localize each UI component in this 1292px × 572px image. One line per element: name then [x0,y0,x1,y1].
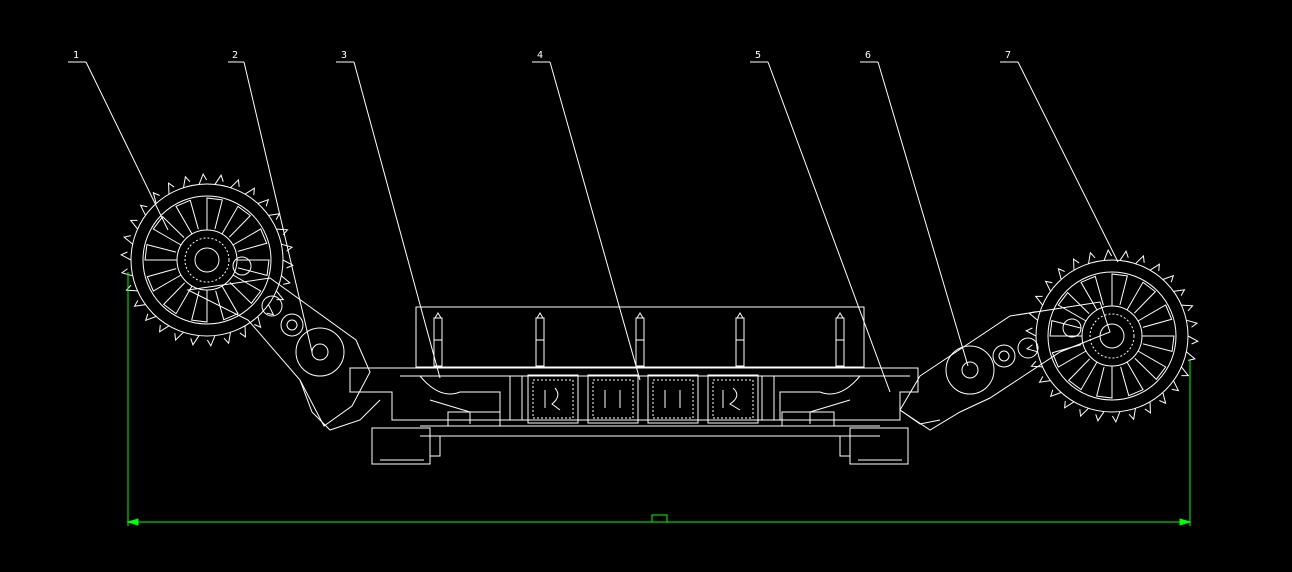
callout-5-label: 5 [755,50,761,61]
callout-1-label: 1 [73,50,79,61]
callout-7-label: 7 [1005,50,1011,61]
machine-body [349,306,919,465]
left-cutting-drum [120,172,294,348]
right-ranging-arm [899,301,1111,431]
callout-4-label: 4 [537,50,543,61]
callout-6: 6 [860,50,969,367]
left-ranging-arm [186,277,381,431]
overall-dimension [126,272,1192,526]
callout-4: 4 [532,50,641,381]
callout-2: 2 [228,50,313,353]
hydraulic-jacks [433,312,845,367]
callout-5: 5 [750,50,891,393]
callout-7: 7 [1000,50,1119,263]
callout-3-label: 3 [341,50,347,61]
callout-3: 3 [336,50,441,379]
callout-2-label: 2 [232,50,238,61]
right-cutting-drum [1025,248,1199,424]
callout-1: 1 [68,50,169,231]
callout-6-label: 6 [865,50,871,61]
